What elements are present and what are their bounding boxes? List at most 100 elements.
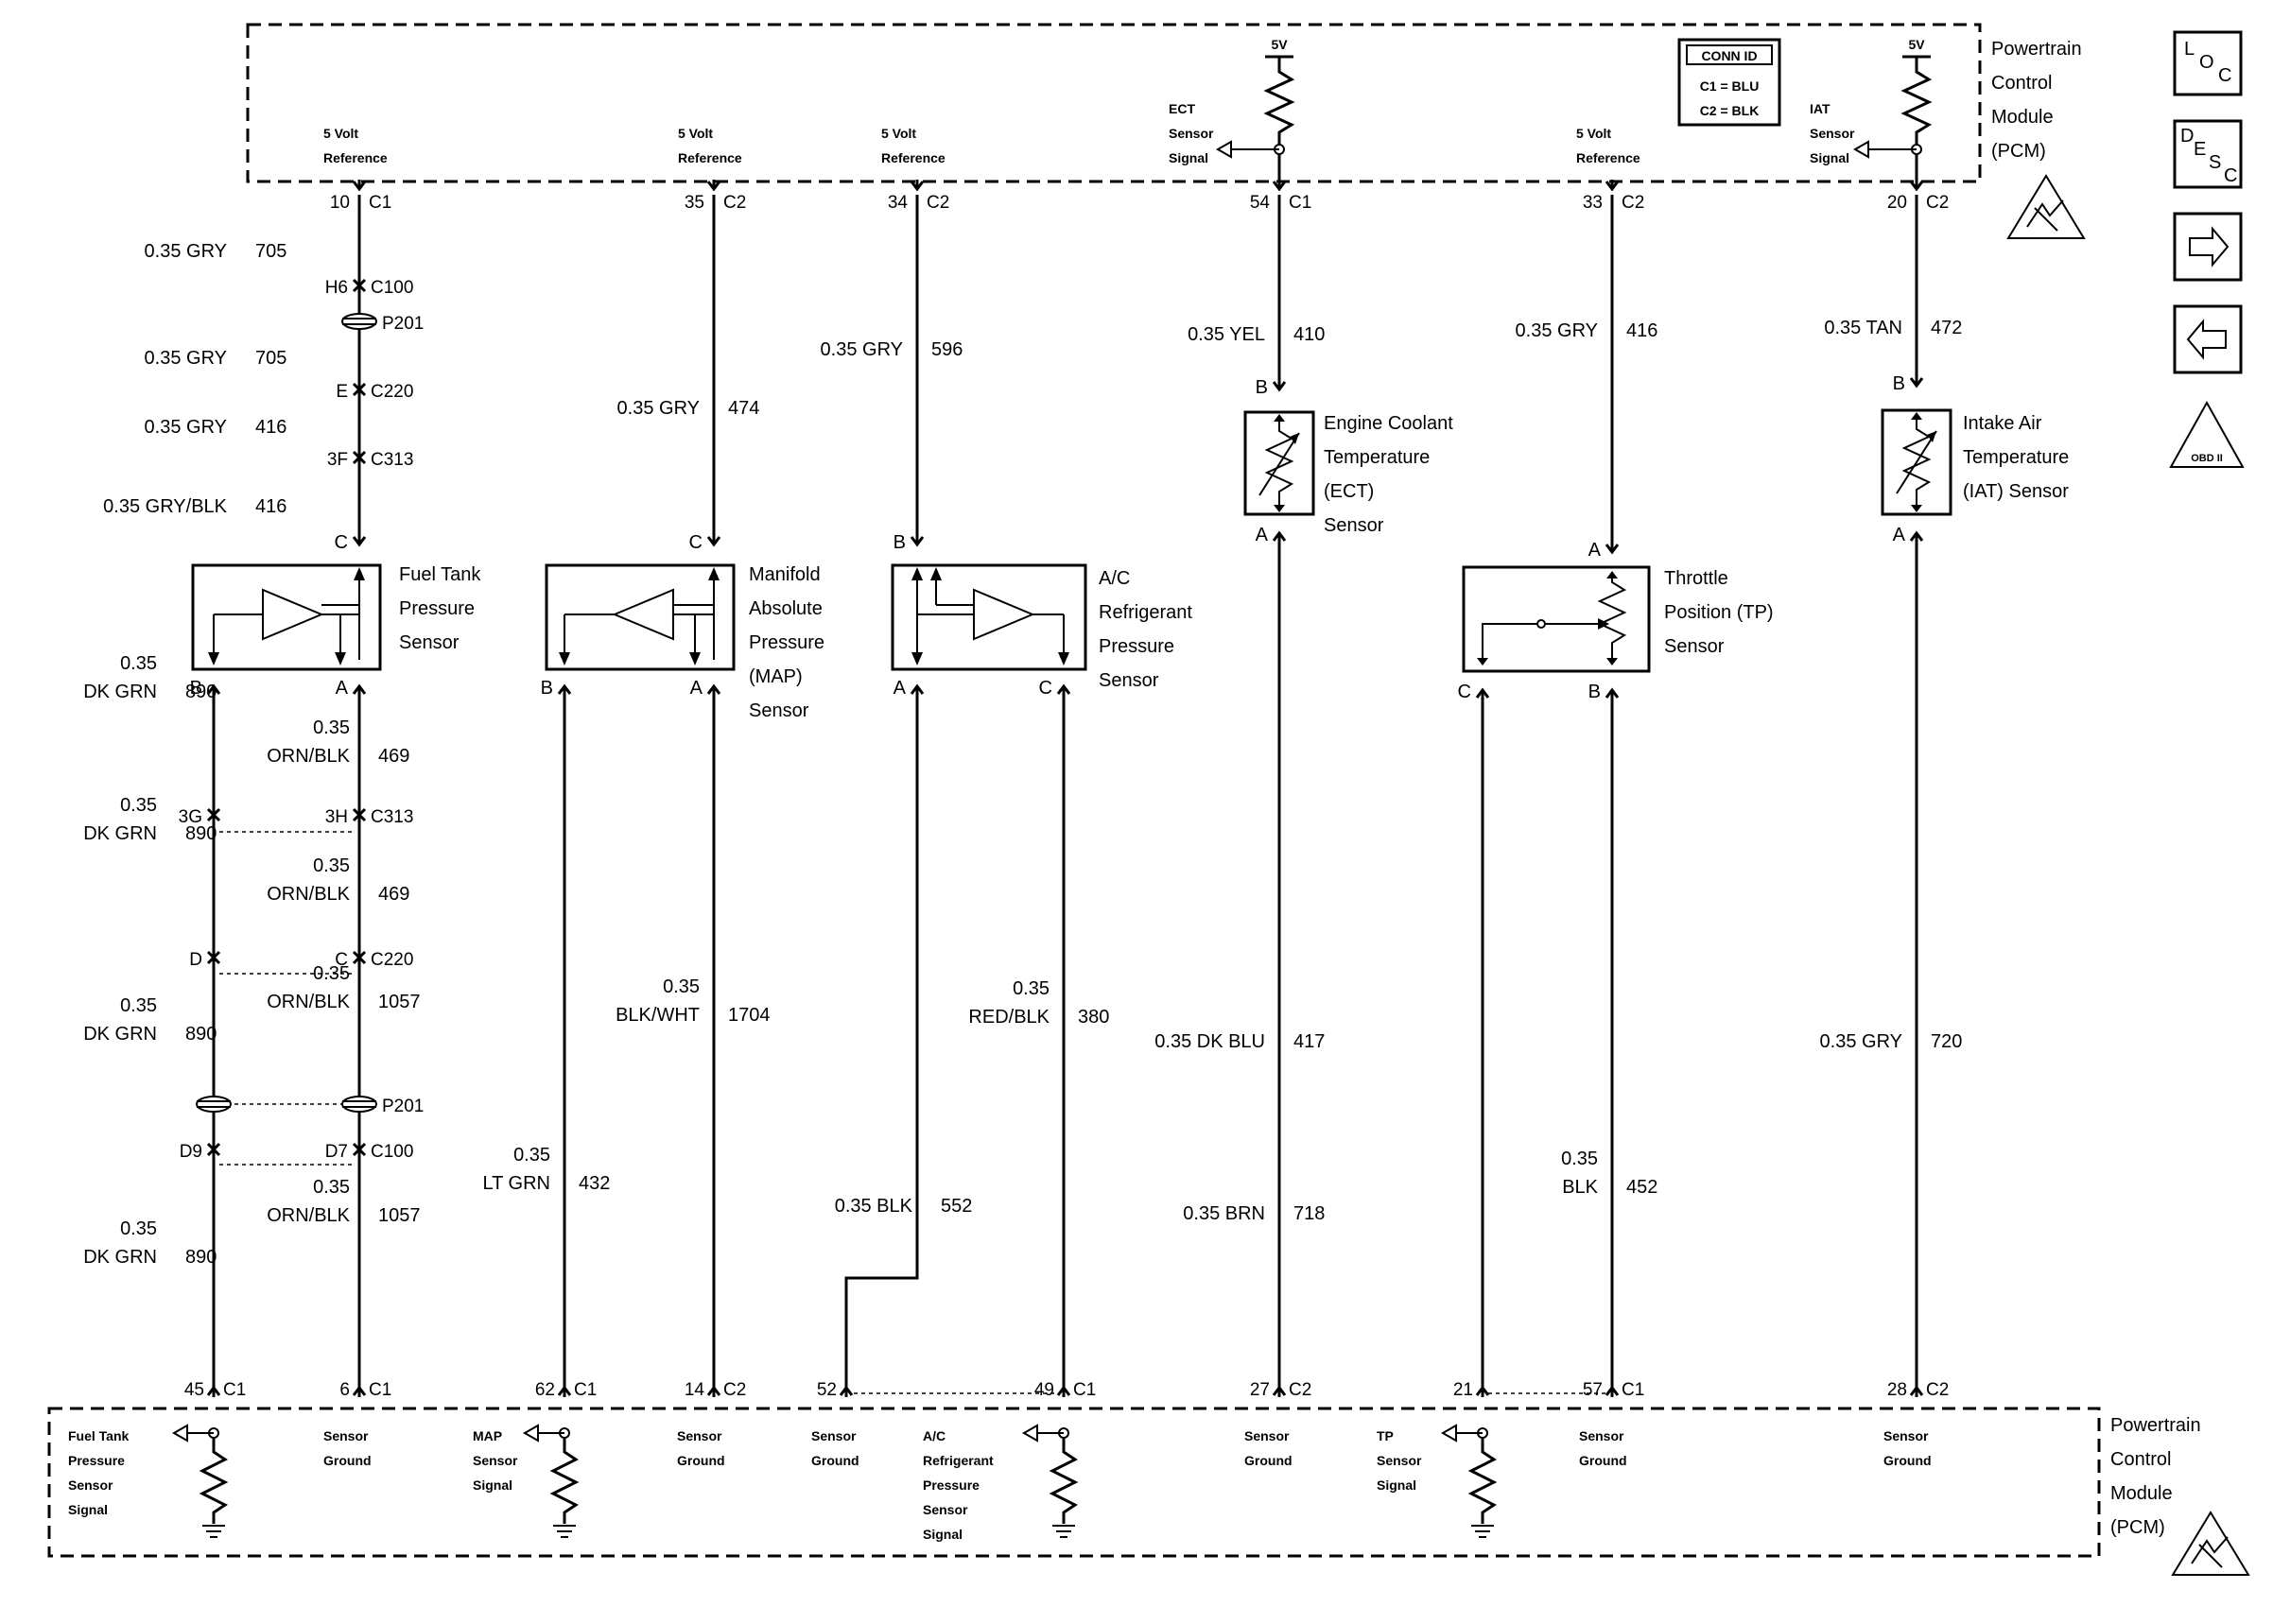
wire-circuit-number: 596 (931, 339, 963, 360)
sensor-label: Engine Coolant (1324, 413, 1453, 434)
wire-gauge-color: 0.35 DK BLU (1154, 1031, 1265, 1052)
sensor-label: Sensor (1324, 515, 1384, 536)
splice-label: P201 (382, 314, 424, 334)
ect-sensor: Engine Coolant Temperature (ECT) Sensor (1243, 410, 1453, 536)
inline-connector-pin: 3F (327, 450, 348, 470)
pcm-pin-connector: C2 (1622, 193, 1644, 213)
wire-gauge-color: 0.35 GRY (145, 417, 227, 438)
pcm-pin-number: 57 (1583, 1380, 1603, 1400)
sensor-pin-label: B (1588, 682, 1601, 702)
ect-signal-label: Signal (1169, 150, 1208, 165)
pcm-signal-label: Signal (923, 1527, 963, 1542)
sensor-label: (MAP) (749, 666, 803, 687)
pcm-signal-label: Sensor (923, 1502, 968, 1517)
splice-pack-symbol (341, 1096, 377, 1113)
connector-symbol (206, 683, 221, 696)
pcm-top-title-line: (PCM) (1991, 141, 2046, 162)
connector-symbol (352, 535, 367, 547)
connector-symbol (1605, 687, 1620, 700)
next-page-icon[interactable] (2173, 212, 2243, 282)
pcm-top-module: Powertrain Control Module (PCM) CONN ID … (246, 23, 2086, 239)
splice-pack-symbol (196, 1096, 232, 1113)
wire-gauge-color: 0.35 GRY (145, 241, 227, 262)
conn-id-legend: CONN ID C1 = BLU C2 = BLK (1677, 38, 1781, 127)
sensor-label: Position (TP) (1664, 602, 1774, 623)
wire-runs (212, 195, 1918, 1394)
inline-connector-symbol (352, 807, 367, 822)
pulldown-resistor (549, 1439, 580, 1524)
connector-symbol (557, 683, 572, 696)
pcm-signal-label: Sensor (1377, 1453, 1422, 1468)
pcm-signal-label: Sensor (1883, 1428, 1929, 1443)
pcm-pin-number: 52 (817, 1380, 837, 1400)
inline-connector-id: C100 (371, 278, 413, 298)
map-sensor: Manifold Absolute Pressure (MAP) Sensor (545, 563, 824, 721)
pcm-top-title: Powertrain Control Module (PCM) (1991, 39, 2082, 162)
pcm-signal-label: Signal (1377, 1477, 1416, 1493)
wire-gauge: 0.35 (120, 995, 157, 1016)
reference-label: 5 Volt (678, 126, 713, 141)
sensor-pin-label: B (541, 678, 553, 699)
pcm-pin-connector: C2 (723, 1380, 746, 1400)
sensor-label: Pressure (1099, 636, 1174, 657)
desc-icon-letter: S (2209, 152, 2221, 173)
wire-circuit-number: 1057 (378, 1205, 421, 1226)
desc-icon[interactable]: D E S C (2173, 119, 2243, 189)
connector-symbol (1605, 543, 1620, 555)
sensor-label: (IAT) Sensor (1963, 481, 2069, 502)
inline-connector-pin: D9 (180, 1142, 202, 1162)
loc-icon-letter: O (2199, 52, 2214, 73)
inline-connector-symbol (206, 807, 221, 822)
wire-circuit-number: 416 (1626, 320, 1657, 341)
sensor-label: Intake Air (1963, 413, 2042, 434)
wire-gauge: 0.35 (1013, 978, 1050, 999)
wire-color: ORN/BLK (267, 884, 350, 905)
pcm-signal-label: Ground (1883, 1453, 1932, 1468)
wire-circuit-number: 705 (255, 241, 286, 262)
sensor-label: Pressure (399, 598, 475, 619)
pcm-signal-label: Sensor (1579, 1428, 1624, 1443)
wire-gauge-color: 0.35 TAN (1824, 318, 1902, 338)
pcm-signal-label: Ground (1579, 1453, 1627, 1468)
wire-gauge-color: 0.35 GRY (1820, 1031, 1902, 1052)
connector-symbol (1909, 530, 1924, 543)
inline-connector-symbol (352, 450, 367, 465)
wire-circuit-number: 452 (1626, 1177, 1657, 1198)
sensor-label: Absolute (749, 598, 823, 619)
pcm-signal-label: Refrigerant (923, 1453, 994, 1468)
connector-symbol (1056, 683, 1071, 696)
pcm-signal-label: Ground (811, 1453, 859, 1468)
inline-connector-pin: D (189, 950, 202, 970)
inline-connector-symbol (352, 278, 367, 293)
iat-signal-label: Signal (1810, 150, 1849, 165)
pcm-pin-connector: C1 (369, 193, 391, 213)
pcm-bottom-title-line: Control (2110, 1449, 2171, 1470)
sensor-label: Sensor (1099, 670, 1159, 691)
wire-circuit-number: 432 (579, 1173, 610, 1194)
wire-color: DK GRN (83, 823, 157, 844)
wire-gauge: 0.35 (313, 855, 350, 876)
inline-connector-symbol (352, 950, 367, 965)
pcm-signal-label: Sensor (473, 1453, 518, 1468)
ect-signal-label: ECT (1169, 101, 1195, 116)
sensor-pin-label: A (1256, 525, 1269, 545)
conn-id-c2: C2 = BLK (1700, 103, 1760, 118)
pcm-pin-connector: C2 (1926, 1380, 1949, 1400)
tp-sensor: Throttle Position (TP) Sensor (1462, 565, 1774, 673)
sensor-label: Throttle (1664, 568, 1728, 589)
ac-refrigerant-pressure-sensor: A/C Refrigerant Pressure Sensor (891, 563, 1192, 691)
inline-connector-pin: H6 (325, 278, 348, 298)
previous-page-icon[interactable] (2173, 304, 2243, 374)
connector-symbol (1605, 180, 1620, 192)
reference-label: 5 Volt (323, 126, 358, 141)
esd-warning-icon (2006, 174, 2086, 239)
sensor-label: Temperature (1324, 447, 1430, 468)
iat-signal-label: IAT (1810, 101, 1831, 116)
loc-icon[interactable]: L O C (2173, 30, 2243, 96)
splice-label: P201 (382, 1097, 424, 1116)
obd-ii-icon[interactable]: OBD II (2169, 400, 2245, 468)
